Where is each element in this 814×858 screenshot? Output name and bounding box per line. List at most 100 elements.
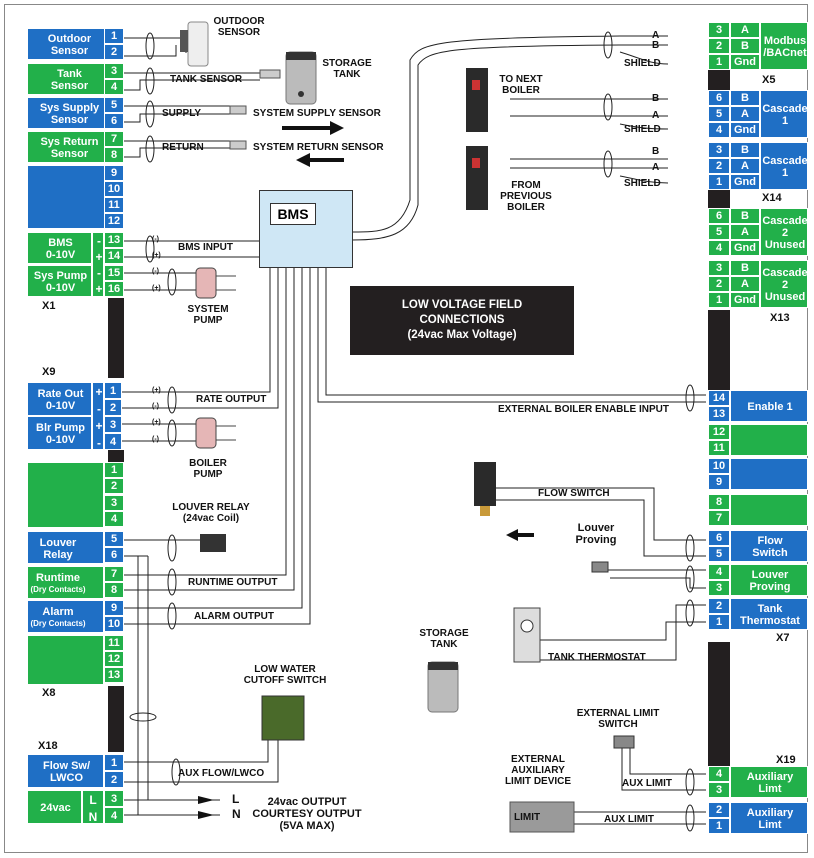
x1-terminal-number: 15: [104, 265, 124, 281]
x9-sign-1: +: [95, 384, 103, 399]
modbus-block-text: /BACnet: [763, 47, 807, 59]
flow-sw-label-1: Flow Sw/: [42, 760, 91, 772]
vac24-label: 24vac: [40, 802, 71, 814]
tank-label-1: Tank: [57, 68, 82, 80]
cascade2b-block-text: 2: [781, 279, 789, 291]
sys-pump-label-2: 0-10V: [45, 282, 76, 294]
x8-spare-terminal-bottom: [27, 635, 104, 685]
x1-bar: [108, 298, 124, 378]
louver-proving-block-text: Louver: [751, 569, 789, 581]
cascade1a-number: 6: [708, 90, 730, 106]
sys-pump-label-1: Sys Pump: [33, 270, 88, 282]
modbus-a-caption: A: [652, 30, 660, 41]
flow-arrow-icon: [506, 529, 534, 541]
cas-prev-shield-caption: SHIELD: [624, 178, 661, 189]
cascade-prev-wire: [510, 158, 669, 184]
sys-pump-wire: [122, 272, 196, 291]
flow-switch-block-text: Flow: [757, 535, 783, 547]
from-previous-boiler-caption: FROM PREVIOUS BOILER: [500, 180, 552, 213]
terminal-number: 4: [104, 433, 122, 450]
limit-device-label: LIMIT: [514, 812, 541, 823]
x7-terminal-number: 2: [708, 598, 730, 614]
blr-plus: (+): [152, 419, 161, 426]
low-voltage-note: LOW VOLTAGE FIELD CONNECTIONS (24vac Max…: [350, 286, 574, 355]
x7-terminal-number: 11: [708, 440, 730, 456]
cas-next-shield-caption: SHIELD: [624, 124, 661, 135]
x1-spare-terminal: [27, 165, 110, 229]
cascade2a-number: 6: [708, 208, 730, 224]
x8-terminal-number: 3: [104, 495, 124, 511]
sign-14: +: [95, 250, 103, 264]
x1-terminal-number: 11: [104, 197, 124, 213]
cascade1a-number: 5: [708, 106, 730, 122]
x18-label: X18: [38, 740, 58, 752]
tank-sensor-probe: [259, 69, 281, 79]
x8-bar: [108, 686, 124, 752]
storage-tank-2-icon: [427, 661, 459, 713]
lv-line-3: (24vac Max Voltage): [407, 329, 517, 341]
aux-limit-block-2-text: Auxiliary: [746, 807, 794, 819]
x7-terminal-number: 6: [708, 530, 730, 546]
x9-sign-column: + - + -: [92, 382, 104, 450]
supply-arrow-icon: [282, 121, 344, 135]
runtime-label-2: (Dry Contacts): [30, 584, 86, 594]
n-arrow-label: N: [232, 807, 241, 821]
alarm-output-wire: [122, 268, 311, 625]
modbus-number: 2: [708, 38, 730, 54]
lv-line-1: LOW VOLTAGE FIELD: [401, 299, 523, 311]
bms-label: BMS: [270, 203, 316, 225]
x19-terminal-number: 4: [708, 766, 730, 782]
modbus-number: 1: [708, 54, 730, 70]
modbus-shield-caption: SHIELD: [624, 58, 661, 69]
storage-tank-icon: [285, 51, 317, 105]
x19-terminal-number: 2: [708, 802, 730, 818]
boiler-pump-wire: [122, 423, 196, 442]
x8-terminal-number: 7: [104, 566, 124, 582]
x8-terminal-number: 11: [104, 635, 124, 651]
cas-next-a-caption: A: [652, 110, 660, 121]
x1-terminal-number: 5: [104, 97, 124, 113]
alarm-output-caption: ALARM OUTPUT: [194, 611, 274, 622]
x1-terminal-number: 4: [104, 79, 124, 95]
louver-relay-caption: LOUVER RELAY (24vac Coil): [172, 502, 250, 524]
runtime-terminal: Runtime(Dry Contacts): [27, 566, 104, 599]
cascade2b-number: 3: [708, 260, 730, 276]
bms-label-1: BMS: [48, 237, 73, 249]
louver-proving-switch-icon: [591, 561, 609, 573]
x8-terminal-number: 12: [104, 651, 124, 667]
modbus-letter: B: [730, 38, 760, 54]
bms-plus: (+): [152, 252, 161, 259]
to-next-boiler-caption: TO NEXT BOILER: [499, 74, 543, 96]
x9-bar: [108, 450, 124, 462]
ext-limit-wire: [621, 748, 706, 791]
ext-aux-limit-device-icon: [509, 801, 575, 833]
cas-prev-a-caption: A: [652, 162, 660, 173]
ext-limit-switch-caption: EXTERNAL LIMIT SWITCH: [576, 708, 660, 730]
l-arrow-label: L: [232, 792, 240, 806]
aux-limit-block-2-text: Limt: [758, 819, 782, 831]
flow-sw-terminal: Flow Sw/LWCO: [27, 754, 104, 788]
pump-plus: (+): [152, 285, 161, 292]
x7-terminal-number: 4: [708, 564, 730, 580]
ln-column: L N: [82, 790, 104, 824]
x1-terminal-number: 1: [104, 28, 124, 44]
x1-sign-column: - + - +: [92, 232, 104, 297]
cascade1a-letter: B: [730, 90, 760, 106]
flow-sw-label-2: LWCO: [50, 772, 83, 784]
cascade2b-number: 2: [708, 276, 730, 292]
aux-limit-block-1-text: Limt: [758, 783, 782, 795]
previous-boiler-icon: [466, 146, 488, 210]
x9-label: X9: [42, 366, 56, 378]
cascade1b-number: 1: [708, 174, 730, 190]
x7-terminal-number: 13: [708, 406, 730, 422]
sys-supply-label-1: Sys Supply: [39, 102, 100, 114]
x7-terminal-number: 7: [708, 510, 730, 526]
x1-terminal-number: 13: [104, 232, 124, 248]
